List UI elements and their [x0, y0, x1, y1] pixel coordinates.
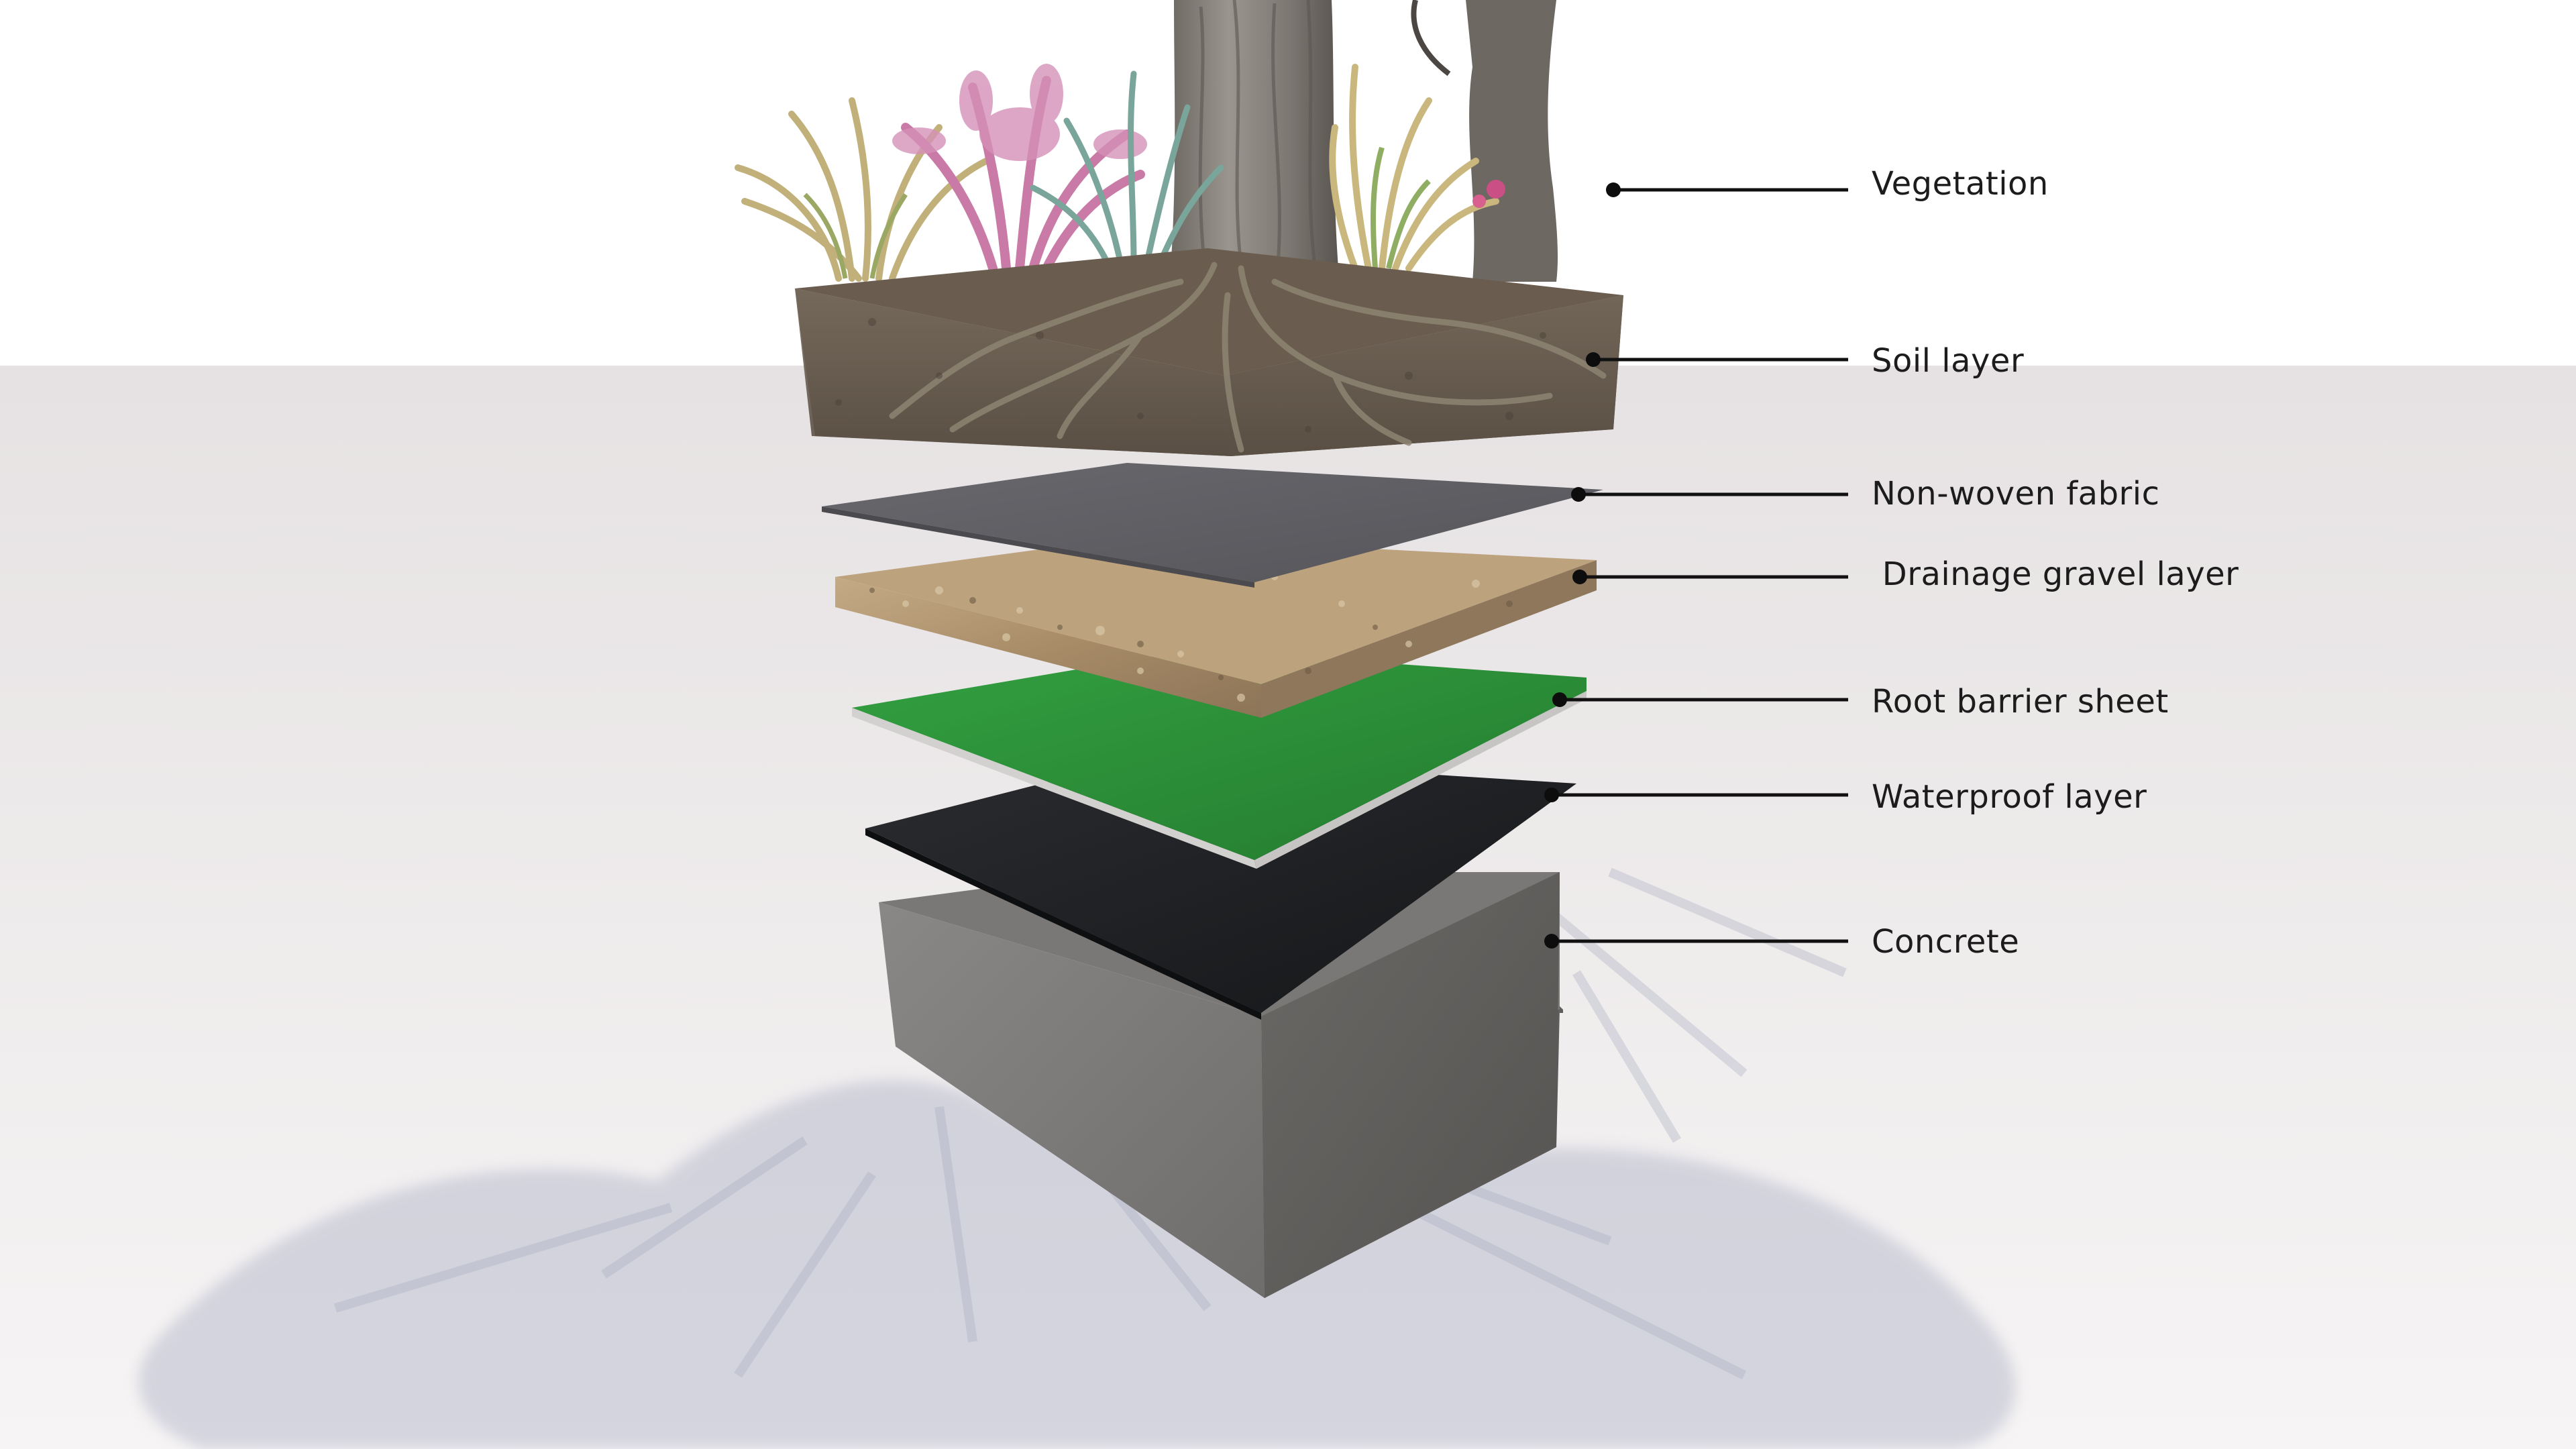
root-barrier-sheet [852, 649, 1587, 869]
leader-lines [1552, 188, 1848, 943]
soil-block [795, 248, 1623, 456]
vegetation-grasses [735, 64, 1505, 282]
tree-shadow [138, 1075, 2016, 1449]
label-soil-layer: Soil layer [1872, 342, 2025, 380]
dot-concrete [1544, 934, 1559, 949]
waterproof-sheet [865, 757, 1576, 1020]
dot-root-barrier [1552, 692, 1567, 707]
dot-vegetation [1606, 182, 1621, 197]
label-concrete: Concrete [1872, 923, 2020, 961]
leader-dots [1544, 182, 1621, 949]
dot-waterproof [1544, 788, 1559, 802]
non-woven-fabric-sheet [822, 463, 1603, 588]
tree-shadow-detail [333, 867, 1847, 1380]
label-waterproof-layer: Waterproof layer [1872, 778, 2147, 816]
label-root-barrier-sheet: Root barrier sheet [1872, 683, 2169, 720]
label-drainage-gravel-layer: Drainage gravel layer [1872, 555, 2239, 593]
tree-trunk [1171, 0, 1558, 282]
dot-gravel [1572, 570, 1587, 584]
dot-fabric [1571, 487, 1586, 502]
dot-soil [1586, 352, 1601, 367]
drainage-gravel-slab [835, 537, 1597, 718]
label-non-woven-fabric: Non-woven fabric [1872, 475, 2160, 513]
label-vegetation: Vegetation [1872, 165, 2049, 203]
